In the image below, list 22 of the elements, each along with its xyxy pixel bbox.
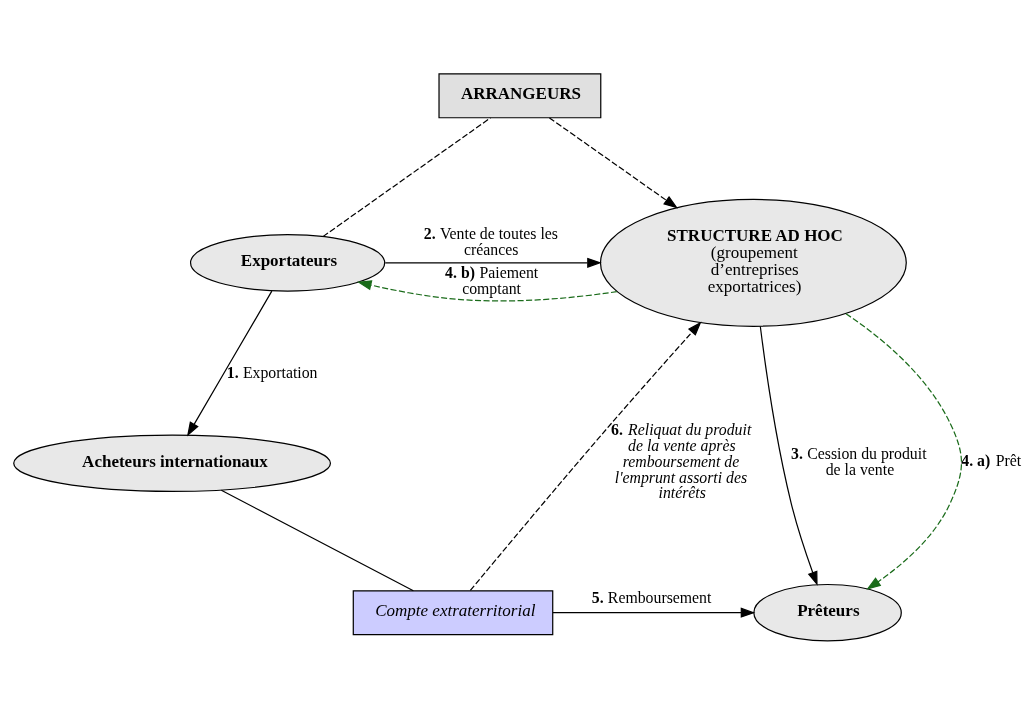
node-ellipse: Prêteurs <box>752 583 902 642</box>
arrow <box>844 313 962 590</box>
node-box: ARRANGEURS <box>437 73 601 119</box>
node-box: Compte extraterritorial <box>352 590 553 636</box>
node-ellipse: STRUCTURE AD HOC (groupement d’entreprises exportatrices) <box>599 198 907 327</box>
arrow <box>548 117 678 209</box>
node-ellipse: Acheteurs internationaux <box>12 434 331 493</box>
arrow <box>356 280 617 302</box>
arrow <box>469 321 701 592</box>
edge-label: 6. Reliquat du produit de la vente après remboursement de l'emprunt assorti des intérêts <box>610 421 751 502</box>
edge-label: 2. Vente de toutes les créances <box>423 225 558 258</box>
edge-label: 4. b) Paiement comptant <box>444 263 538 297</box>
arrow <box>384 257 602 268</box>
edge-label: 1. Exportation <box>226 364 318 382</box>
connector <box>322 117 491 237</box>
arrow <box>186 290 272 437</box>
arrow <box>759 325 818 586</box>
arrow <box>551 607 755 618</box>
edge-label: 4. a) Prêt <box>960 452 1021 470</box>
edge-label: 5. Remboursement <box>591 589 711 607</box>
edge-label: 3. Cession du produit de la vente <box>790 444 927 478</box>
connector <box>220 489 414 592</box>
